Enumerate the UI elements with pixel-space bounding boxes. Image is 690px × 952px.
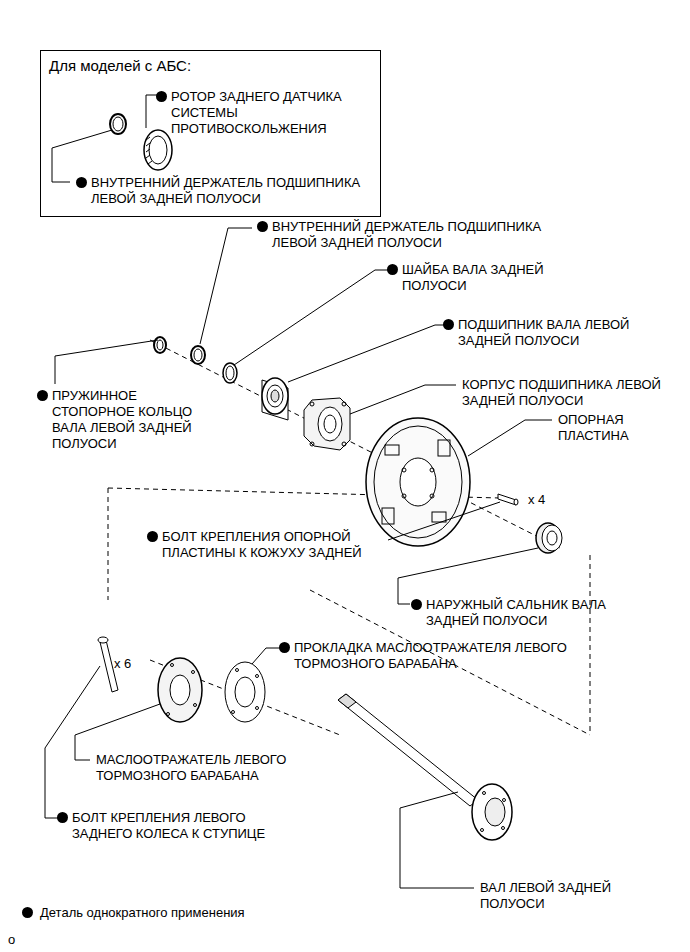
single-use-bullet: [22, 907, 33, 918]
inset-box: Для моделей с АБС: РОТОР ЗАДНЕГО ДАТЧИКА …: [40, 50, 381, 217]
part-label: ОПОРНАЯ ПЛАСТИНА: [558, 412, 668, 444]
page-mark: o: [8, 932, 28, 948]
part-label: БОЛТ КРЕПЛЕНИЯ ЛЕВОГО ЗАДНЕГО КОЛЕСА К С…: [72, 810, 304, 842]
single-use-bullet: [257, 221, 268, 232]
part-label: ШАЙБА ВАЛА ЗАДНЕЙ ПОЛУОСИ: [402, 262, 580, 294]
single-use-bullet: [147, 531, 158, 542]
single-use-bullet: [279, 642, 290, 653]
part-label: ПРУЖИННОЕ СТОПОРНОЕ КОЛЬЦО ВАЛА ЛЕВОЙ ЗА…: [52, 388, 204, 452]
part-label: БОЛТ КРЕПЛЕНИЯ ОПОРНОЙ ПЛАСТИНЫ К КОЖУХУ…: [162, 529, 388, 561]
part-label: ПРОКЛАДКА МАСЛООТРАЖАТЕЛЯ ЛЕВОГО ТОРМОЗН…: [294, 640, 599, 672]
legend-text: Деталь однократного применения: [40, 905, 340, 921]
part-label: ВНУТРЕННИЙ ДЕРЖАТЕЛЬ ПОДШИПНИКА ЛЕВОЙ ЗА…: [91, 175, 373, 207]
inset-heading: Для моделей с АБС:: [49, 57, 349, 75]
single-use-bullet: [411, 599, 422, 610]
part-label: МАСЛООТРАЖАТЕЛЬ ЛЕВОГО ТОРМОЗНОГО БАРАБА…: [96, 752, 332, 784]
part-label: ВАЛ ЛЕВОЙ ЗАДНЕЙ ПОЛУОСИ: [480, 880, 650, 912]
part-label: НАРУЖНЫЙ САЛЬНИК ВАЛА ЗАДНЕЙ ПОЛУОСИ: [426, 597, 662, 629]
single-use-bullet: [387, 264, 398, 275]
single-use-bullet: [443, 319, 454, 330]
part-label: ВНУТРЕННИЙ ДЕРЖАТЕЛЬ ПОДШИПНИКА ЛЕВОЙ ЗА…: [272, 219, 562, 251]
single-use-bullet: [57, 812, 68, 823]
quantity-label: x 4: [528, 492, 568, 508]
part-label: РОТОР ЗАДНЕГО ДАТЧИКА СИСТЕМЫ ПРОТИВОСКО…: [171, 89, 367, 137]
single-use-bullet: [76, 177, 87, 188]
quantity-label: x 6: [114, 656, 154, 672]
part-label: КОРПУС ПОДШИПНИКА ЛЕВОЙ ЗАДНЕЙ ПОЛУОСИ: [462, 377, 677, 409]
single-use-bullet: [156, 91, 167, 102]
single-use-bullet: [37, 390, 48, 401]
part-label: ПОДШИПНИК ВАЛА ЛЕВОЙ ЗАДНЕЙ ПОЛУОСИ: [458, 317, 668, 349]
